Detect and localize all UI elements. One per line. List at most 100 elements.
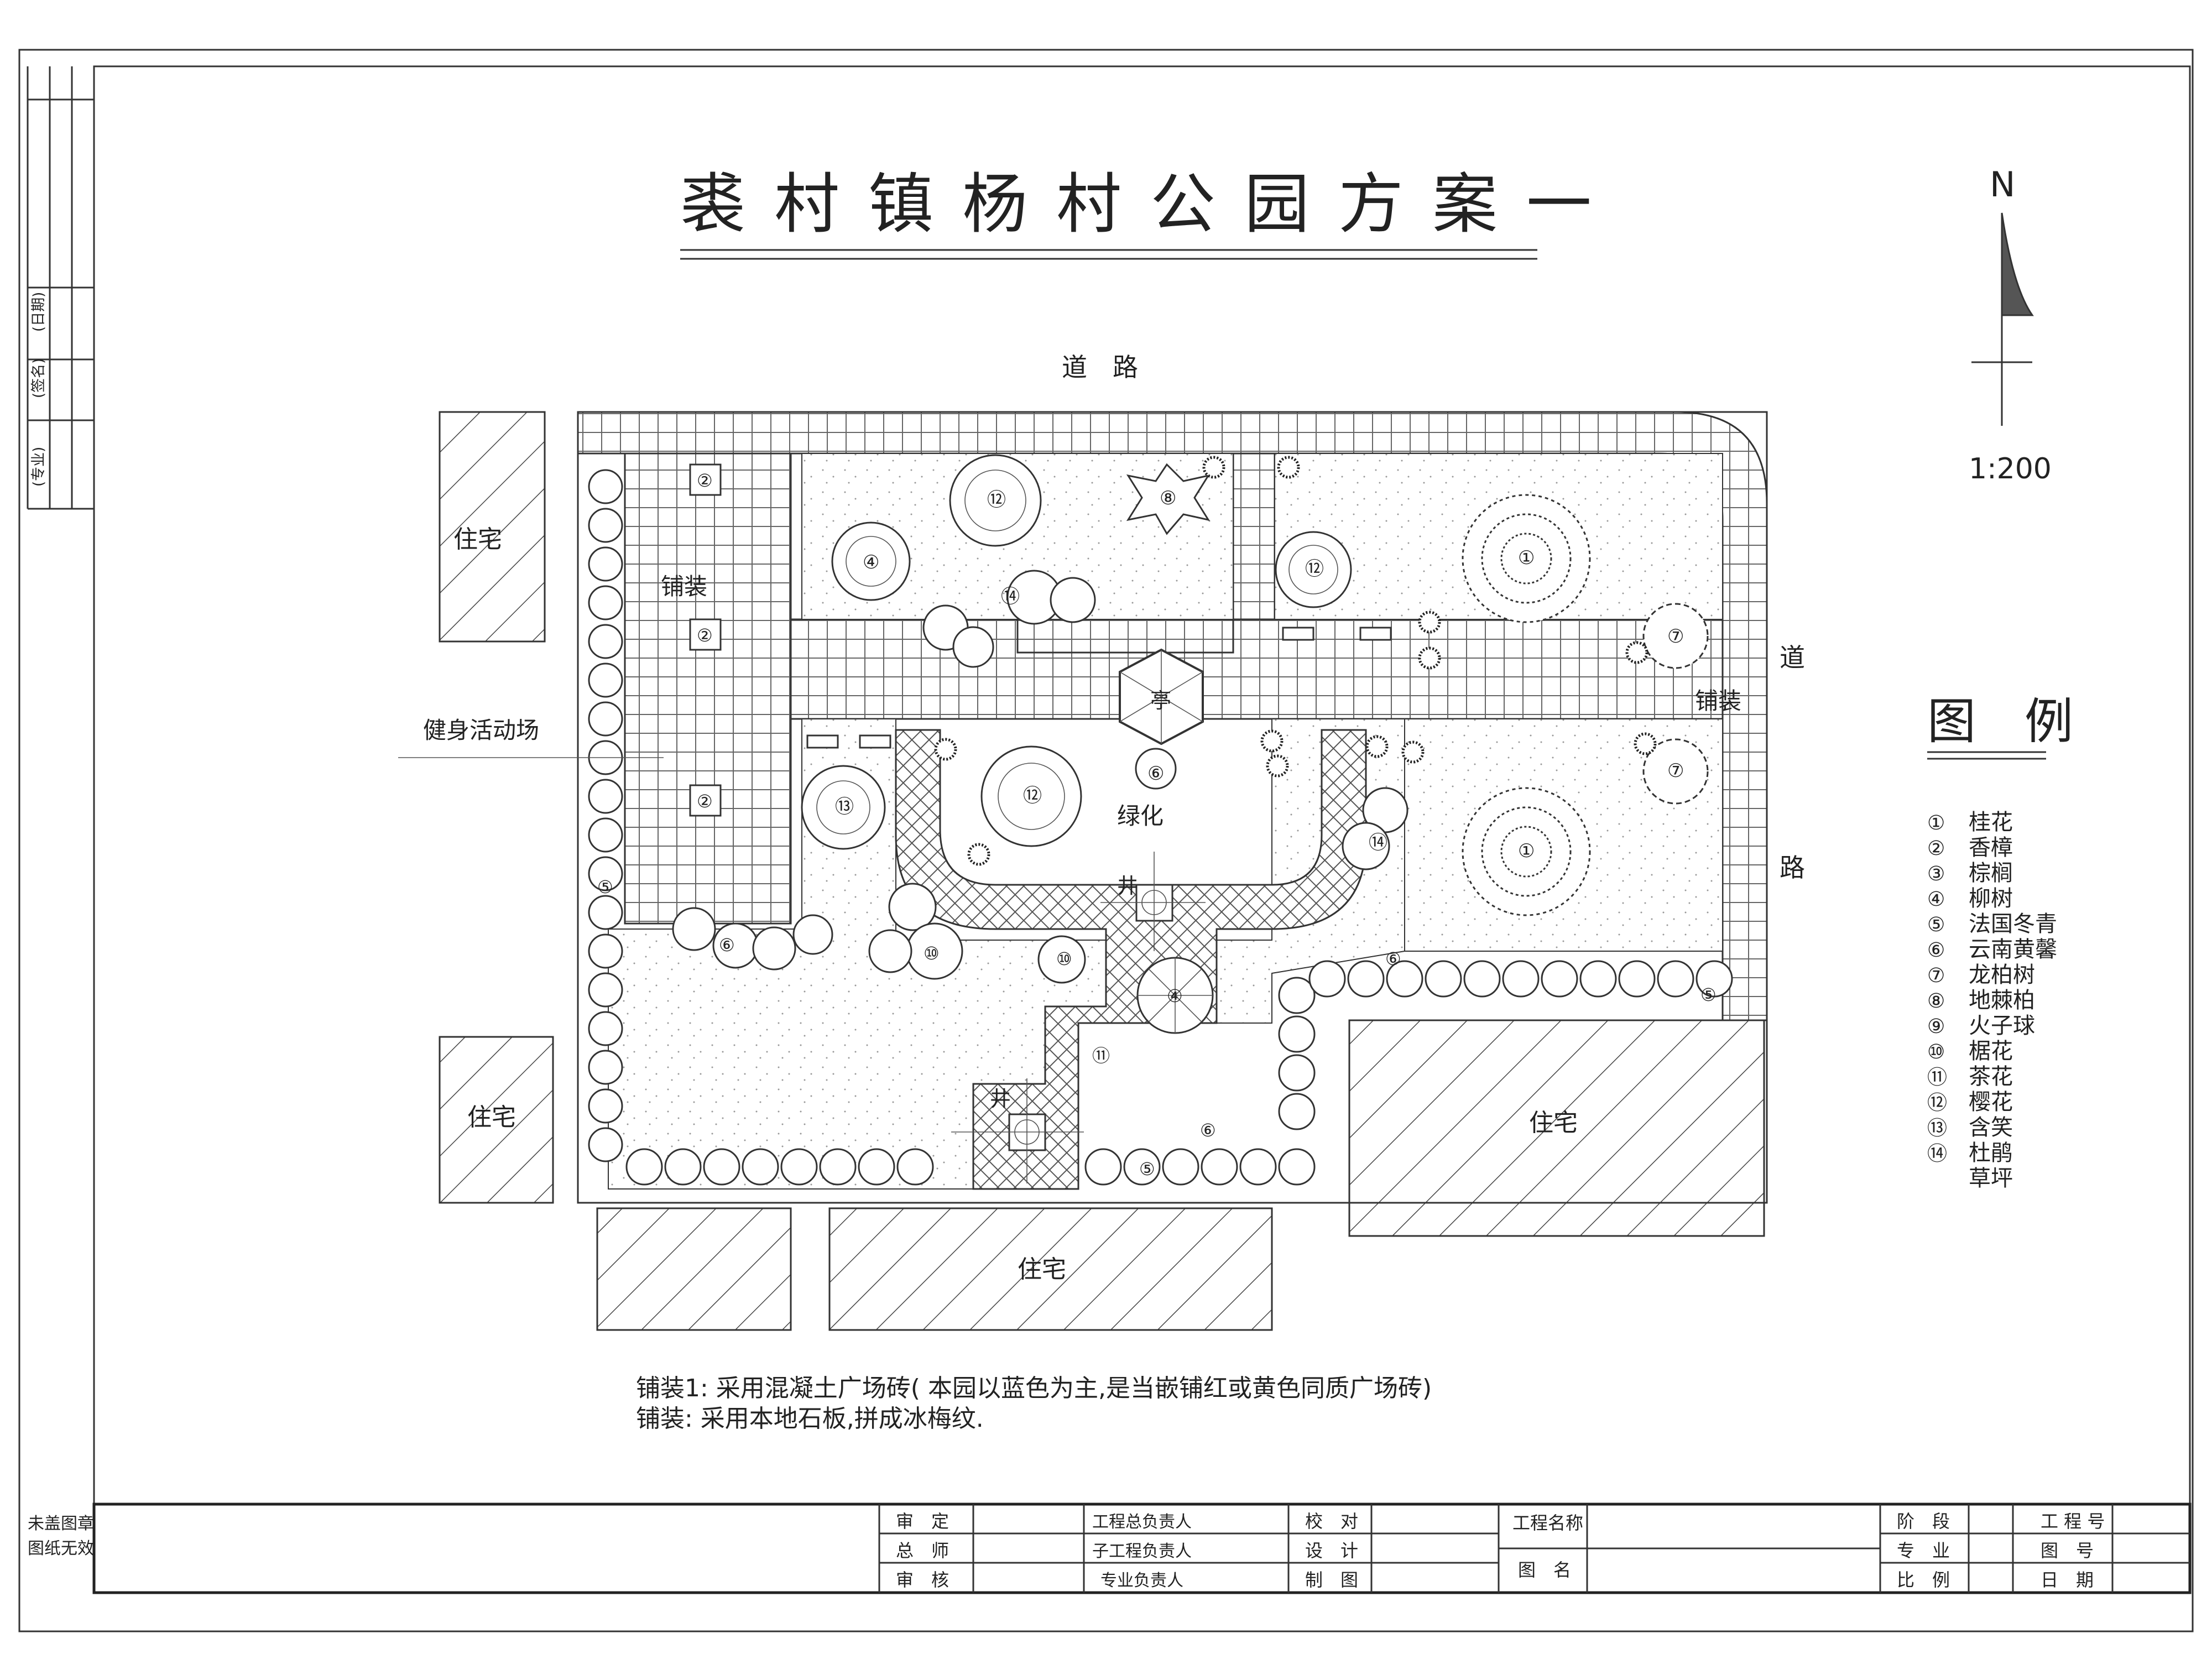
legend-item: ⑨ 火子球 [1927,1013,2035,1039]
tb-review: 审 核 [896,1569,949,1590]
fitness-label: 健身活动场 [423,717,539,744]
paving-label-left: 铺装 [661,573,707,600]
fitness-paving-area [624,452,792,925]
tb-design: 设 计 [1305,1540,1358,1561]
green-label: 绿化 [1117,802,1164,830]
plant-number: ⑫ [1023,785,1042,807]
plant-number: ① [1518,547,1535,569]
plant-number: ⑭ [1369,832,1387,854]
side-stamp-sign: (签名) [30,358,47,398]
plant-number: ⑥ [1147,763,1164,785]
stone-path [895,729,1367,1190]
inner-frame [93,65,2191,1594]
north-letter: N [1990,164,2015,205]
shrub-cluster [1135,748,1408,870]
drawing-title: 裘村镇杨村公园方案一 [680,166,1620,242]
house-label: 住宅 [453,525,502,554]
house-block: 住宅 [439,1036,554,1204]
plant-number: ⑥ [719,935,735,956]
outer-frame [18,49,2194,1632]
house-label: 住宅 [467,1103,516,1131]
legend-item-number: ⑦ [1927,964,1945,987]
legend-item-number: ⑤ [1927,914,1945,936]
note-line-1: 铺装1: 采用混凝土广场砖( 本园以蓝色为主,是当嵌铺红或黄色同质广场砖) [636,1374,1432,1402]
tb-date: 日 期 [2041,1569,2094,1590]
shrub-cluster [922,570,1096,668]
legend-title: 图 例 [1927,693,2073,750]
legend-item-number: ⑬ [1927,1117,1947,1140]
juniper-tree [1642,738,1709,805]
plant-number: ⑬ [835,796,854,818]
plant-number: ⑧ [1160,487,1176,509]
legend-item-name: 法国冬青 [1969,911,2057,937]
fitness-equipment [689,618,722,651]
legend-item-number: ⑨ [1927,1015,1945,1038]
legend-item-number: ③ [1927,863,1945,885]
legend-item-name: 含笑 [1969,1115,2013,1140]
legend-item: ① 桂花 [1927,810,2013,835]
tb-drawing-no: 图 号 [2041,1540,2094,1561]
tree-canopy [831,521,911,601]
side-stamp-column: (专业) (签名) (日期) [27,66,94,510]
legend-item-number: ⑧ [1927,990,1945,1013]
juniper-tree [1642,603,1709,669]
plant-number: ⑥ [1200,1120,1216,1141]
house-label: 住宅 [1529,1109,1578,1137]
tree-canopy [1275,531,1352,608]
legend-item-number: ⑪ [1927,1066,1947,1089]
legend-item-number: ① [1927,812,1945,834]
well-label: 井 [1117,874,1138,898]
tb-subproject-leader: 子工程负责人 [1092,1542,1192,1561]
plant-number: ⑪ [1092,1045,1110,1066]
plant-number: ④ [863,551,879,573]
legend-item: ⑬ 含笑 [1927,1115,2013,1140]
tb-discipline-leader: 专业负责人 [1100,1571,1183,1590]
legend-item-number: ④ [1927,888,1945,911]
legend-item: ② 香樟 [1927,835,2013,860]
legend-item-name: 桂花 [1969,810,2013,835]
tb-approve: 审 定 [896,1511,949,1532]
legend-item-number: ⑫ [1927,1092,1947,1114]
legend-item: ③ 棕榈 [1927,860,2013,886]
plant-number: ⑤ [597,877,613,898]
shrub-cluster [868,883,1086,984]
legend-item-name: 棕榈 [1969,860,2013,886]
legend-item-name: 樱花 [1969,1089,2013,1115]
plant-number: ⑥ [1385,948,1401,969]
house-block: 住宅 [596,1207,1273,1331]
legend-item-name: 火子球 [1969,1013,2035,1039]
legend-item: 草坪 [1969,1166,2013,1191]
hedge-right [1278,960,1733,1130]
tb-project-leader: 工程总负责人 [1092,1512,1192,1532]
tb-discipline: 专 业 [1897,1540,1950,1561]
scale-text: 1:200 [1969,452,2052,486]
legend-item-name: 草坪 [1969,1166,2013,1191]
side-stamp-date: (日期) [30,292,47,332]
tb-project-name: 工程名称 [1512,1512,1583,1533]
legend-item-name: 云南黄馨 [1969,937,2057,962]
note-line-2: 铺装: 采用本地石板,拼成冰梅纹. [636,1405,984,1433]
legend-item: ④ 柳树 [1927,886,2013,911]
plant-number: ⑩ [924,943,940,964]
legend-item-number: ⑭ [1927,1142,1947,1165]
hedge-left [588,469,623,1162]
tb-stage: 阶 段 [1897,1511,1950,1532]
legend-item-name: 柳树 [1969,886,2013,911]
shrub-cluster [672,907,833,971]
tb-draw: 制 图 [1305,1569,1358,1590]
legend-item-name: 香樟 [1969,835,2013,860]
bench [806,734,839,749]
plant-number: ⑩ [1056,948,1072,969]
tb-chief: 总 师 [896,1540,949,1561]
hedge-bottom [625,1148,1316,1186]
title-block: 审 定 总 师 审 核 工程总负责人 子工程负责人 专业负责人 校 对 设 计 … [92,1503,2192,1594]
tb-check: 校 对 [1305,1511,1358,1532]
tb-scale: 比 例 [1897,1569,1950,1590]
palm-tree [934,456,1657,866]
road-label-top: 道 路 [1062,352,1138,382]
legend-item-number: ② [1927,837,1945,860]
